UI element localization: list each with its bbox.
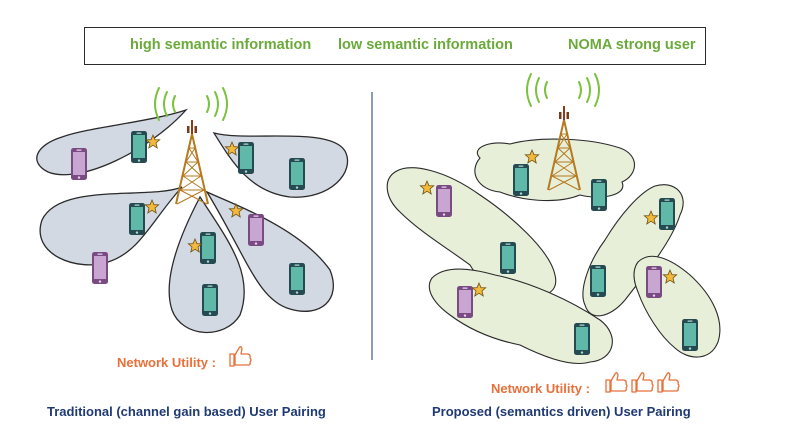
phone-low-icon (200, 232, 216, 264)
beam-bottom-center (168, 195, 245, 334)
right-network-utility-label: Network Utility : (491, 381, 590, 396)
cluster-bottom (428, 268, 613, 364)
thumbs-up-icon (657, 372, 680, 393)
phone-low-icon (131, 131, 147, 163)
phone-high-icon (436, 185, 452, 217)
phone-low-icon (591, 179, 607, 211)
cluster-right-diagonal (582, 184, 684, 317)
left-caption: Traditional (channel gain based) User Pa… (47, 404, 326, 419)
cluster-top (474, 138, 636, 202)
phone-low-icon (513, 164, 529, 196)
phone-low-icon (659, 198, 675, 230)
beam-top-left (36, 108, 189, 176)
phone-low-icon (202, 284, 218, 316)
left-network-utility-label: Network Utility : (117, 355, 216, 370)
phone-high-icon (457, 286, 473, 318)
phone-low-icon (289, 158, 305, 190)
phone-low-icon (500, 242, 516, 274)
phone-low-icon (682, 319, 698, 351)
phone-high-icon (248, 214, 264, 246)
phone-high-icon (92, 252, 108, 284)
beam-top-right (212, 131, 349, 198)
phone-low-icon (590, 265, 606, 297)
legend-high-label: high semantic information (130, 37, 312, 53)
phone-high-icon (71, 148, 87, 180)
legend-box (84, 27, 706, 65)
phone-high-icon (646, 266, 662, 298)
phone-low-icon (129, 203, 145, 235)
beam-mid-left (39, 186, 183, 266)
thumbs-up-icon (605, 372, 628, 393)
right-caption: Proposed (semantics driven) User Pairing (432, 404, 691, 419)
legend-strong-label: NOMA strong user (568, 37, 696, 53)
right-cluster-regions (386, 138, 721, 364)
phone-low-icon (289, 263, 305, 295)
thumbs-up-icon (631, 372, 654, 393)
phone-low-icon (574, 323, 590, 355)
thumbs-up-icon (229, 346, 252, 367)
legend-low-label: low semantic information (338, 37, 513, 53)
right-tower-waves-icon (526, 73, 600, 107)
left-tower-icon (175, 119, 209, 205)
left-beam-regions (36, 108, 349, 334)
left-tower-waves-icon (154, 87, 228, 121)
phone-low-icon (238, 142, 254, 174)
